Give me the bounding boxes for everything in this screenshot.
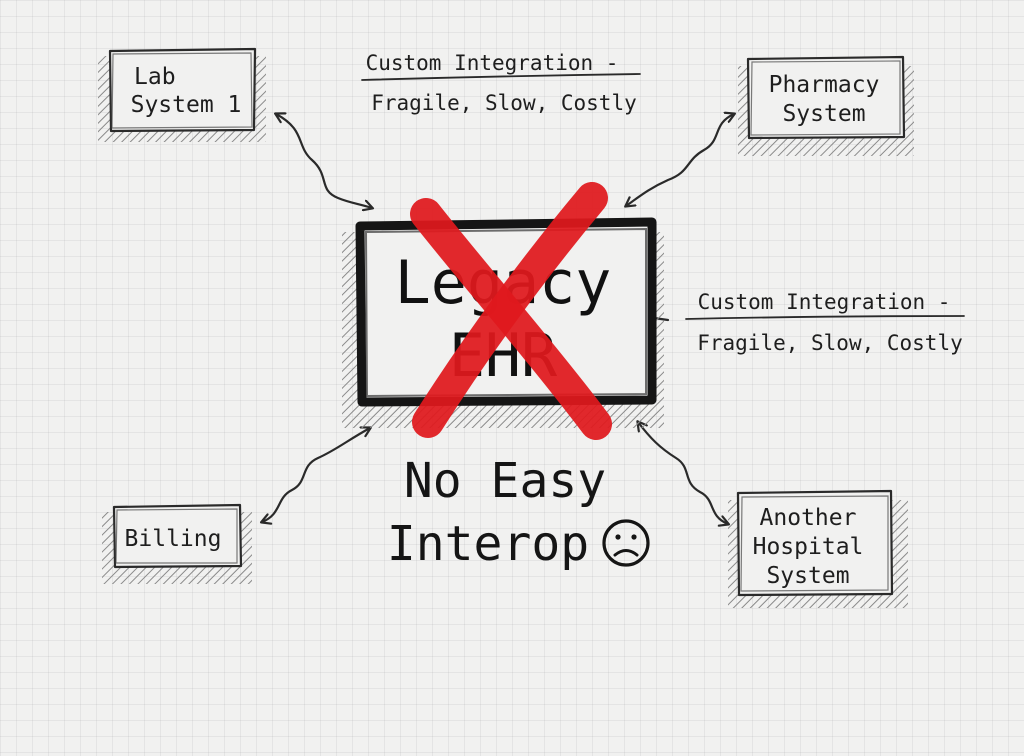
note-top-line-1: Custom Integration - <box>366 51 619 75</box>
caption-line-1: No Easy <box>404 453 606 509</box>
note-top-underline <box>361 73 641 81</box>
box-border-sketch <box>740 495 889 592</box>
lab-label-line-1: Lab <box>134 64 176 90</box>
connectors <box>262 114 734 524</box>
note-top: Custom Integration - Fragile, Slow, Cost… <box>361 51 641 115</box>
lab-system-box: Lab System 1 <box>98 47 266 142</box>
note-right-underline <box>685 315 965 320</box>
box-border <box>746 55 906 140</box>
caption-line-2: Interop <box>387 516 589 572</box>
billing-label: Billing <box>125 526 222 552</box>
pharmacy-label-line-2: System <box>782 101 865 127</box>
arrow-lab-to-ehr <box>276 114 372 208</box>
arrow-pharmacy-to-ehr <box>626 114 734 206</box>
box-fill <box>738 492 892 594</box>
note-right-line-2: Fragile, Slow, Costly <box>697 331 963 355</box>
note-top-line-2: Fragile, Slow, Costly <box>371 91 637 115</box>
hospital-label-line-3: System <box>766 563 849 589</box>
pharmacy-label-line-1: Pharmacy <box>769 72 880 98</box>
arrow-hospital-to-ehr <box>638 422 728 524</box>
note-right-line-1: Custom Integration - <box>698 290 951 314</box>
lab-label-line-2: System 1 <box>131 92 242 118</box>
box-fill <box>114 506 240 566</box>
red-x-mark <box>410 182 612 440</box>
sad-face-icon <box>602 519 650 567</box>
box-fill <box>110 50 254 130</box>
arrow-billing-to-ehr <box>262 428 370 522</box>
box-border <box>112 503 243 569</box>
box-border <box>736 489 894 597</box>
box-border-sketch <box>111 52 253 129</box>
box-border-sketch <box>750 60 901 136</box>
hospital-label-line-1: Another <box>760 505 857 531</box>
cross-stroke-2 <box>412 182 608 438</box>
billing-box: Billing <box>102 503 252 584</box>
note-right: Custom Integration - Fragile, Slow, Cost… <box>685 290 965 355</box>
pharmacy-system-box: Pharmacy System <box>738 55 914 156</box>
box-fill <box>748 58 904 138</box>
caption: No Easy Interop <box>387 453 650 572</box>
box-border-sketch <box>115 508 238 564</box>
box-border <box>108 47 257 133</box>
hospital-system-box: Another Hospital System <box>728 489 908 608</box>
hospital-label-line-2: Hospital <box>753 534 864 560</box>
